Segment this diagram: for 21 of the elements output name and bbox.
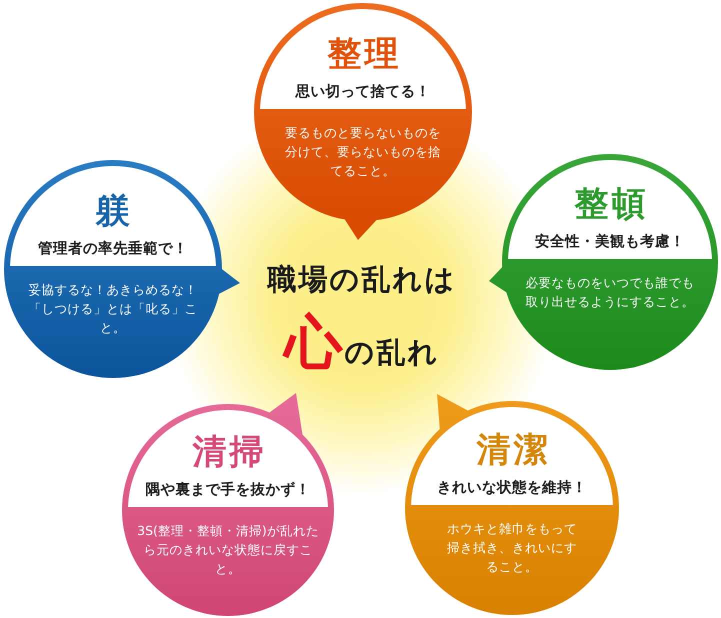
bubble-title: 整理 — [326, 34, 402, 74]
bubble-tagline: 隅や裏まで手を抜かず！ — [146, 481, 310, 499]
bubble-tagline: 安全性・美観も考慮！ — [535, 233, 685, 251]
slogan: 職場の乱れは心の乱れ — [266, 261, 458, 378]
bubble-description: 3S(整理・整頓・清掃)が乱れたら元のきれいな状態に戻すこと。 — [136, 522, 320, 578]
bubble-description: ホウキと雑巾をもって掃き拭き、きれいにすること。 — [446, 520, 578, 576]
bubble-title: 清潔 — [475, 430, 550, 470]
bubble-description: 要るものと要らないものを分けて、要らないものを捨てること。 — [284, 124, 442, 180]
bubble-tagline: 管理者の率先垂範で！ — [38, 240, 188, 258]
bubble-title: 整頓 — [574, 184, 648, 224]
bubble-description: 必要なものをいつでも誰でも取り出せるようにすること。 — [524, 274, 696, 311]
bubble-title: 躾 — [94, 191, 133, 231]
bubble-tagline: 思い切って捨てる！ — [296, 83, 430, 101]
bubble-tagline: きれいな状態を維持！ — [437, 479, 587, 497]
speech-bubble — [254, 3, 472, 240]
bubble-description: 妥協するな！あきらめるな！「しつける」とは「叱る」こと。 — [28, 281, 198, 337]
speech-bubble — [405, 394, 619, 615]
speech-bubble — [489, 154, 718, 370]
bubble-title: 清掃 — [191, 432, 266, 472]
speech-bubble — [4, 160, 240, 378]
speech-bubble — [122, 393, 334, 616]
